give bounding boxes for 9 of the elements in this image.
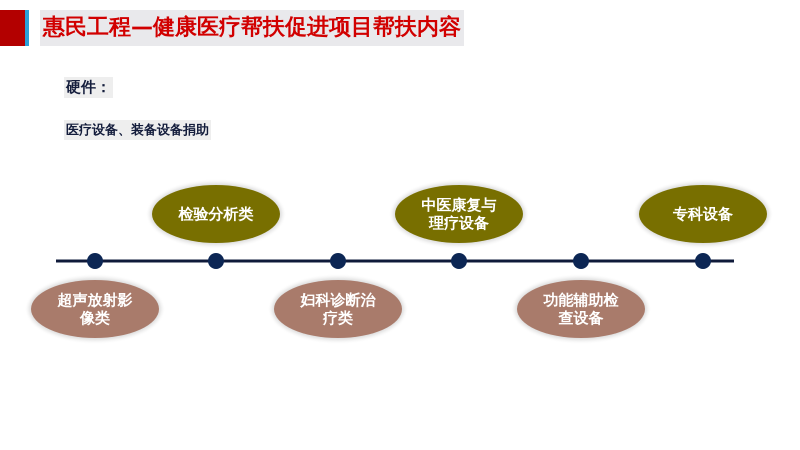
- category-ellipse: 检验分析类: [152, 185, 280, 243]
- category-ellipse: 专科设备: [639, 185, 767, 243]
- category-ellipse: 超声放射影像类: [31, 280, 159, 338]
- category-ellipse: 妇科诊断治疗类: [274, 280, 402, 338]
- subheading-text: 医疗设备、装备设备捐助: [64, 120, 211, 140]
- slide-title: 惠民工程—健康医疗帮扶促进项目帮扶内容: [40, 10, 464, 46]
- category-ellipse: 功能辅助检查设备: [517, 280, 645, 338]
- category-ellipse: 中医康复与理疗设备: [395, 185, 523, 243]
- section-heading: 硬件：: [64, 77, 113, 98]
